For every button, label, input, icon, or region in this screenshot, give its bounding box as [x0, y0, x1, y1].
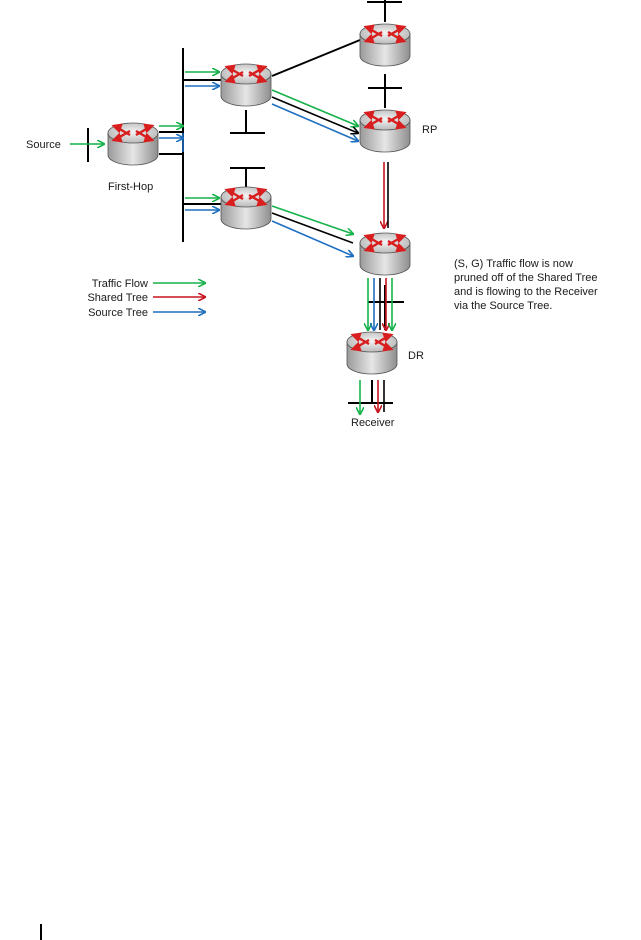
flow-arrows [70, 72, 392, 414]
source-label: Source [26, 139, 61, 151]
top-right-router-icon [358, 22, 412, 68]
receiver-label: Receiver [351, 417, 395, 429]
upper-router-icon [219, 62, 273, 108]
legend-label-source-tree: Source Tree [88, 307, 148, 319]
note-line: via the Source Tree. [454, 300, 552, 312]
rp-label: RP [422, 124, 437, 136]
legend-label-traffic-flow: Traffic Flow [92, 278, 148, 290]
first-hop-router-icon [106, 121, 160, 167]
note-line: (S, G) Traffic flow is now [454, 258, 573, 270]
legend-label-shared-tree: Shared Tree [87, 292, 148, 304]
legend: Traffic Flow Shared Tree Source Tree [87, 278, 205, 319]
note-line: pruned off of the Shared Tree [454, 272, 598, 284]
first-hop-label: First-Hop [108, 181, 153, 193]
network-segments [87, 0, 404, 404]
lower-right-router-icon [358, 231, 412, 277]
lower-router-icon [219, 185, 273, 231]
note-line: and is flowing to the Receiver [454, 286, 598, 298]
rp-router-icon [358, 108, 412, 154]
page-margin-bar [40, 924, 42, 940]
note-text: (S, G) Traffic flow is now pruned off of… [454, 258, 598, 312]
dr-label: DR [408, 350, 424, 362]
dr-router-icon [345, 330, 399, 376]
